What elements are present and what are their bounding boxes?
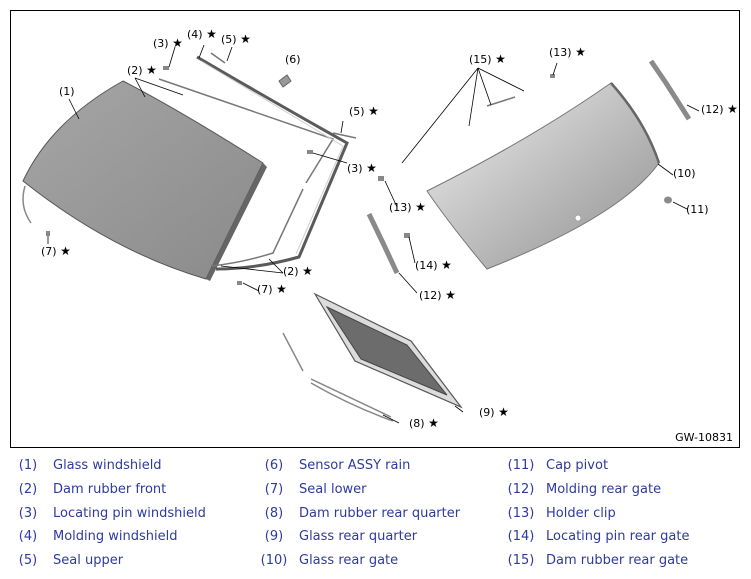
cap-pivot <box>664 196 672 204</box>
dam-rubber-front-lower <box>210 188 304 267</box>
glass-windshield-edge <box>206 163 267 281</box>
callout-10: (10) <box>673 167 696 180</box>
glass-rear-gate-edge <box>610 82 661 164</box>
callout-13-upper: (13) ★ <box>549 45 586 60</box>
molding-windshield-inner <box>200 60 344 255</box>
glass-rear-quarter-pane <box>325 305 448 396</box>
molding-rear-gate-2 <box>366 212 400 275</box>
callout-6: (6) <box>285 53 301 66</box>
callout-7-center: (7) ★ <box>257 282 287 297</box>
exploded-parts-diagram: (1) (2) ★ (2) ★ (3) ★ (3) ★ (4) ★ (5) ★ … <box>10 10 740 448</box>
callout-4: (4) ★ <box>187 27 217 42</box>
seal-lower-clip <box>46 231 50 236</box>
seal-upper <box>210 52 226 64</box>
dam-rubber-rear-gate <box>486 96 516 107</box>
parts-legend: (1)Glass windshield (2)Dam rubber front … <box>18 458 690 568</box>
callout-3-lower: (3) ★ <box>347 161 377 176</box>
callout-14: (14) ★ <box>415 258 452 273</box>
molding-windshield <box>196 55 349 271</box>
callout-8: (8) ★ <box>409 416 439 431</box>
callout-2-lower: (2) ★ <box>283 264 313 279</box>
figure-id: GW-10831 <box>675 431 733 444</box>
callout-15: (15) ★ <box>469 52 506 67</box>
rear-gate-wiper-hole <box>574 214 582 222</box>
callout-13-lower: (13) ★ <box>389 200 426 215</box>
seal-upper-2 <box>332 132 357 139</box>
leader-lines <box>47 44 700 424</box>
molding-rear-gate <box>648 59 692 121</box>
glass-windshield <box>22 80 264 280</box>
glass-rear-gate <box>426 82 660 270</box>
callout-11: (11) <box>686 203 709 216</box>
callout-1: (1) <box>59 85 75 98</box>
callout-2-upper: (2) ★ <box>127 63 157 78</box>
sensor-assy-rain <box>278 74 292 88</box>
dam-rubber-front <box>158 78 335 184</box>
seal-lower-clip-2 <box>237 281 242 285</box>
seal-lower <box>22 185 32 224</box>
callout-12-left: (12) ★ <box>419 288 456 303</box>
callout-5-lower: (5) ★ <box>349 104 379 119</box>
callout-9: (9) ★ <box>479 405 509 420</box>
locating-pin-rear-gate <box>404 233 410 238</box>
callout-7-left: (7) ★ <box>41 244 71 259</box>
callout-3-upper: (3) ★ <box>153 36 183 51</box>
locating-pin-windshield-2 <box>307 150 313 154</box>
callout-12-right: (12) ★ <box>701 102 738 117</box>
holder-clip <box>550 74 555 78</box>
holder-clip-2 <box>378 176 384 181</box>
diagram-drawing <box>22 44 700 424</box>
callout-5-upper: (5) ★ <box>221 32 251 47</box>
locating-pin-windshield <box>163 66 169 70</box>
dam-rubber-rear-quarter <box>282 332 394 422</box>
